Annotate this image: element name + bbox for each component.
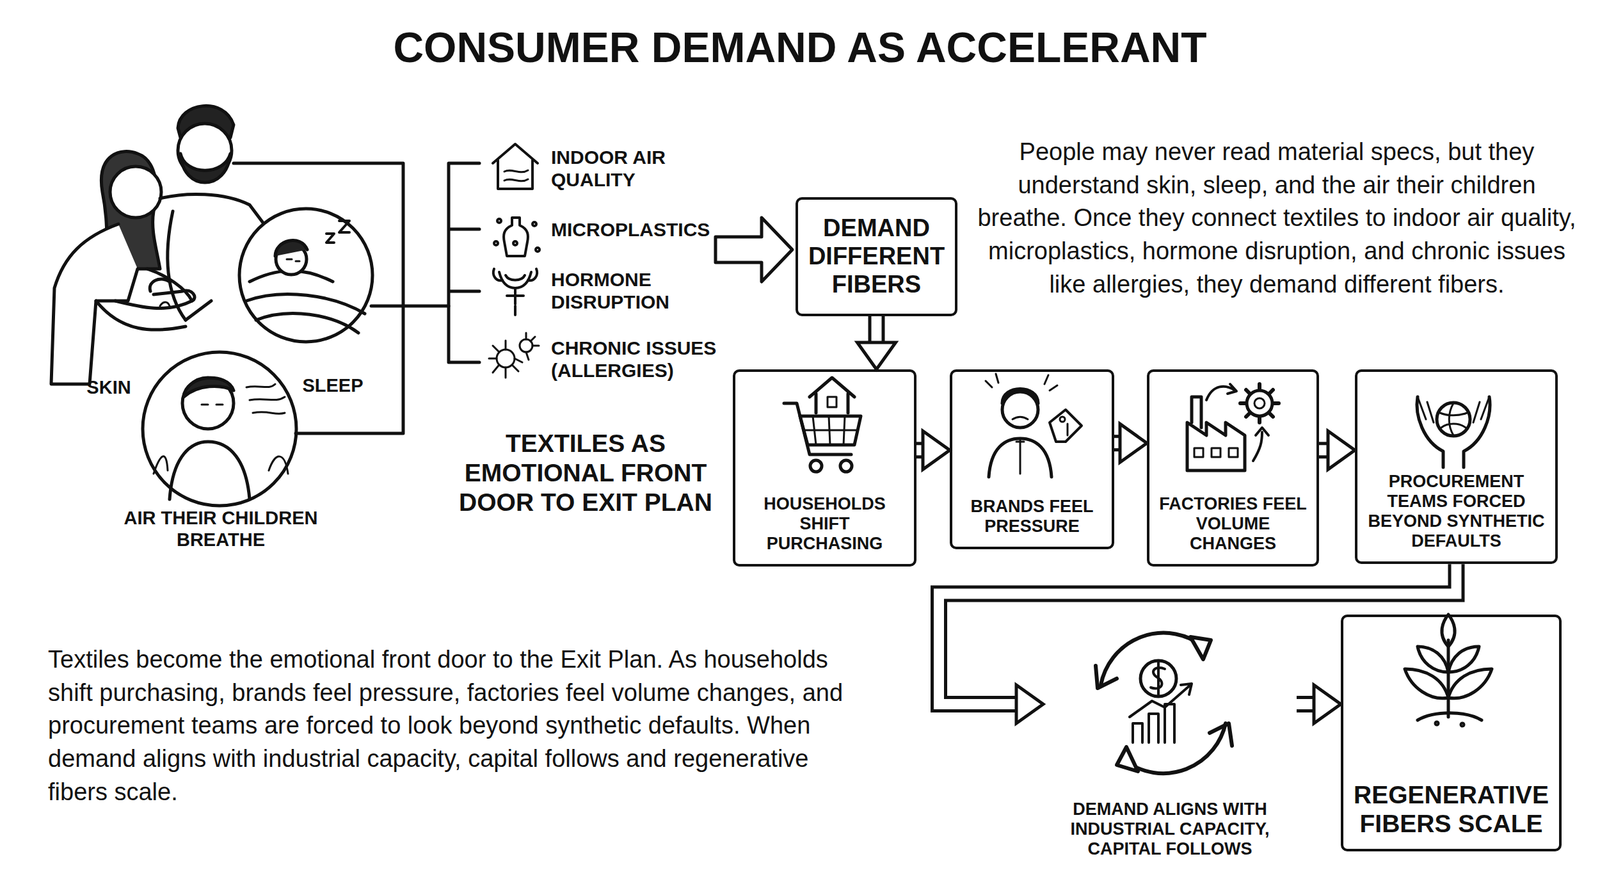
node-text: HOUSEHOLDS SHIFT PURCHASING xyxy=(743,494,907,554)
hormone-icon xyxy=(493,268,537,315)
node-text: DEMAND ALIGNS WITH INDUSTRIAL CAPACITY, … xyxy=(1050,799,1289,859)
hollow-arrow xyxy=(715,217,793,282)
node-text: FACTORIES FEEL VOLUME CHANGES xyxy=(1157,494,1309,554)
outcome-box: REGENERATIVE FIBERS SCALE xyxy=(1340,614,1562,852)
concern-label: HORMONE DISRUPTION xyxy=(551,268,731,314)
process-box: BRANDS FEEL PRESSURE xyxy=(949,369,1115,550)
arrow-head xyxy=(1016,684,1044,724)
arrow-head xyxy=(1120,423,1147,463)
node-text: REGENERATIVE FIBERS SCALE xyxy=(1351,780,1552,839)
concern-label: MICROPLASTICS xyxy=(551,218,731,241)
child-circle xyxy=(142,352,297,506)
section-heading: TEXTILES AS EMOTIONAL FRONT DOOR TO EXIT… xyxy=(441,428,730,518)
arrow-head xyxy=(1328,430,1355,470)
node-text: BRANDS FEEL PRESSURE xyxy=(960,496,1104,537)
connector-part xyxy=(1296,698,1314,710)
flow-arrow xyxy=(1319,430,1355,470)
flow-arrow xyxy=(1296,684,1341,724)
stressed-person-icon xyxy=(985,373,1082,477)
allergen-icon xyxy=(488,332,539,378)
factory-icon xyxy=(1187,384,1279,471)
figure-label: AIR THEIR CHILDREN BREATHE xyxy=(96,506,346,551)
list-bracket xyxy=(448,163,480,363)
concern-label: INDOOR AIR QUALITY xyxy=(551,145,731,192)
demand-box: DEMAND DIFFERENT FIBERS xyxy=(795,197,958,317)
figure-label: SLEEP xyxy=(294,374,372,397)
cotton-hands-icon xyxy=(1416,396,1490,468)
bottle-icon xyxy=(494,217,540,256)
arrow-head xyxy=(922,430,950,470)
arrow-head xyxy=(1313,684,1341,724)
flow-arrow xyxy=(1114,423,1147,463)
flow-arrow xyxy=(916,430,950,470)
cart-icon xyxy=(784,377,861,472)
concern-label: CHRONIC ISSUES (ALLERGIES) xyxy=(551,336,731,383)
node-text: PROCUREMENT TEAMS FORCED BEYOND SYNTHETI… xyxy=(1365,471,1548,552)
explanation-note: People may never read material specs, bu… xyxy=(972,135,1581,301)
sprout-icon xyxy=(1404,614,1492,726)
process-box: PROCUREMENT TEAMS FORCED BEYOND SYNTHETI… xyxy=(1354,369,1558,564)
diagram-title: CONSUMER DEMAND AS ACCELERANT xyxy=(0,23,1600,72)
flow-arrow xyxy=(857,316,896,370)
sleep-circle xyxy=(239,208,373,342)
connector-part xyxy=(868,316,886,343)
arrow-head xyxy=(857,342,896,370)
flow-arrow xyxy=(938,563,1457,724)
figure-label: SKIN xyxy=(76,376,141,399)
connector-part xyxy=(1296,695,1314,713)
explanation-note: Textiles become the emotional front door… xyxy=(48,643,868,809)
house-air-icon xyxy=(492,144,538,189)
process-box: HOUSEHOLDS SHIFT PURCHASING xyxy=(732,369,917,567)
connector-part xyxy=(871,316,882,343)
process-box: FACTORIES FEEL VOLUME CHANGES xyxy=(1146,369,1320,567)
bracket-line xyxy=(233,163,404,434)
cycle-icon xyxy=(1095,632,1232,774)
node-text: DEMAND DIFFERENT FIBERS xyxy=(805,214,948,299)
cycle-node: DEMAND ALIGNS WITH INDUSTRIAL CAPACITY, … xyxy=(1043,630,1297,870)
